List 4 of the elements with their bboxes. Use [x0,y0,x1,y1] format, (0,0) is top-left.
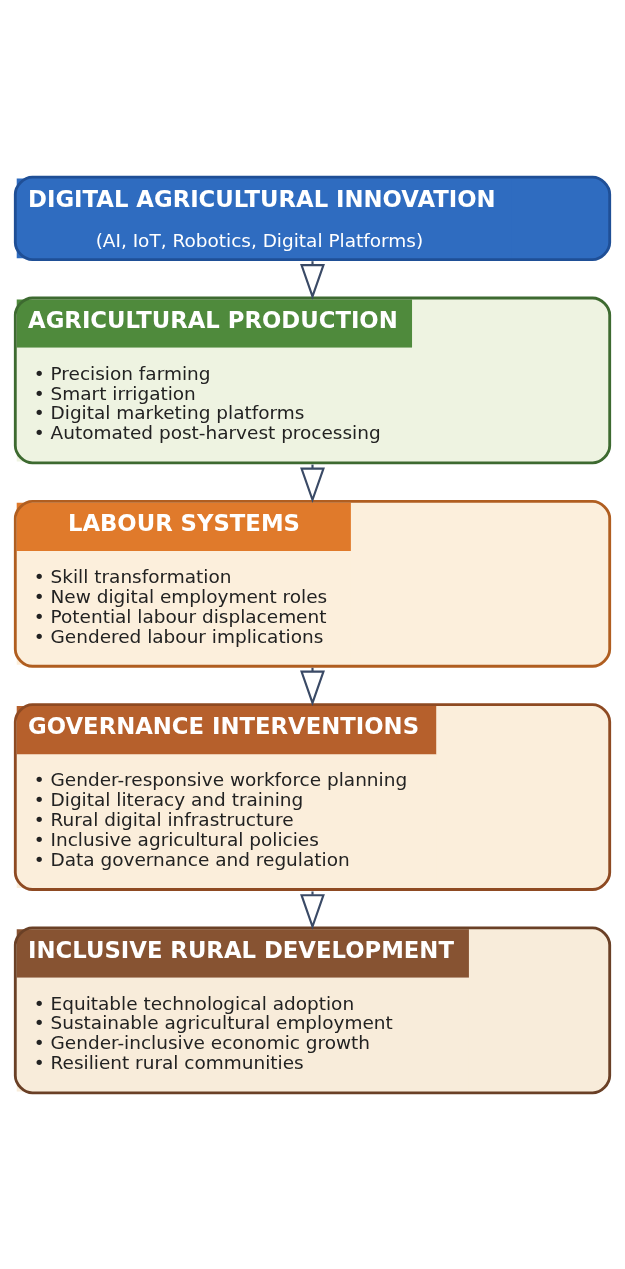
arrow [300,667,325,706]
arrow [300,464,325,503]
arrow [300,890,325,930]
arrow [300,260,325,300]
